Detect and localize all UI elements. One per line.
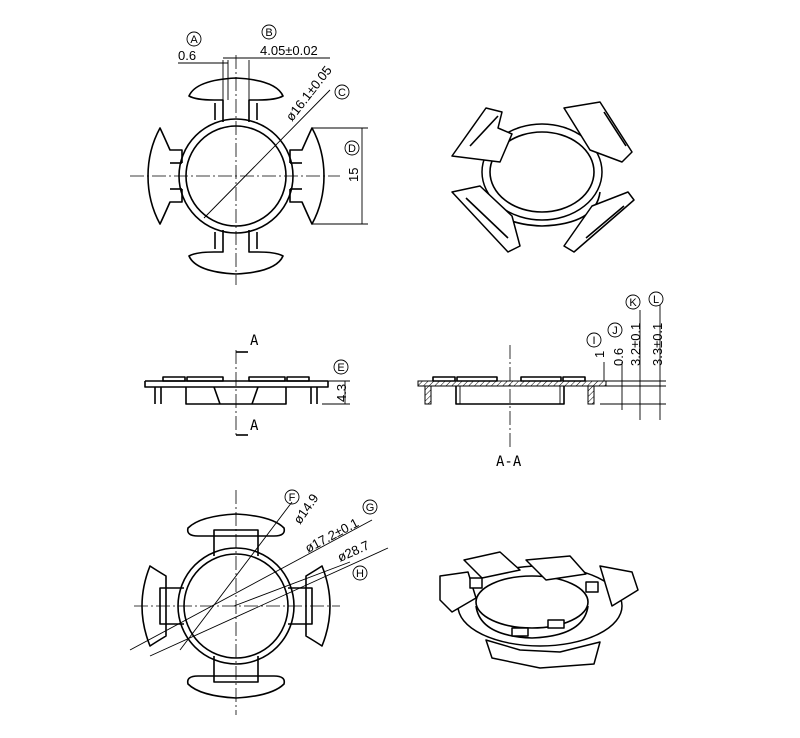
dim-k: 3.2±0.1	[628, 323, 643, 366]
callout-b: B	[265, 27, 272, 39]
section-view-labels: I J K L 1 0.6 3.2±0.1 3.3±0.1 A-A	[496, 291, 665, 470]
dim-l: 3.3±0.1	[650, 323, 665, 366]
callout-j: J	[612, 325, 618, 337]
callout-i: I	[592, 335, 595, 347]
dim-height-d: 15	[346, 168, 361, 182]
side-view-labels: A A E 4.3	[250, 333, 349, 434]
dim-thickness-e: 4.3	[334, 384, 349, 402]
callout-d: D	[348, 143, 356, 155]
dim-i: 1	[592, 351, 607, 358]
section-title: A-A	[496, 454, 522, 470]
callout-e: E	[337, 362, 344, 374]
side-view	[144, 350, 350, 438]
callout-l: L	[653, 294, 659, 306]
dim-tab-width: 4.05±0.02	[260, 43, 318, 58]
callout-h: H	[356, 568, 364, 580]
section-cut-label-top: A	[250, 333, 259, 349]
isometric-view-top	[451, 101, 635, 253]
callout-k: K	[629, 297, 637, 309]
plan-view-bottom	[129, 490, 389, 715]
callout-c: C	[338, 87, 346, 99]
isometric-view-bottom	[439, 551, 639, 669]
dim-j: 0.6	[611, 348, 626, 366]
callout-f: F	[289, 492, 296, 504]
plan-view-top	[130, 55, 368, 285]
section-view	[417, 305, 666, 448]
section-cut-label-bottom: A	[250, 418, 259, 434]
dim-slot-width: 0.6	[178, 48, 196, 63]
plan-view-bottom-labels: F ø14.9 G ø17.2±0.1 ø28.7 H	[284, 489, 378, 581]
dim-dia-h: ø28.7	[335, 538, 371, 565]
callout-a: A	[190, 34, 198, 46]
plan-view-top-labels: A B 0.6 4.05±0.02 ø16.1±0.05 C D 15	[178, 24, 361, 182]
callout-g: G	[366, 502, 375, 514]
